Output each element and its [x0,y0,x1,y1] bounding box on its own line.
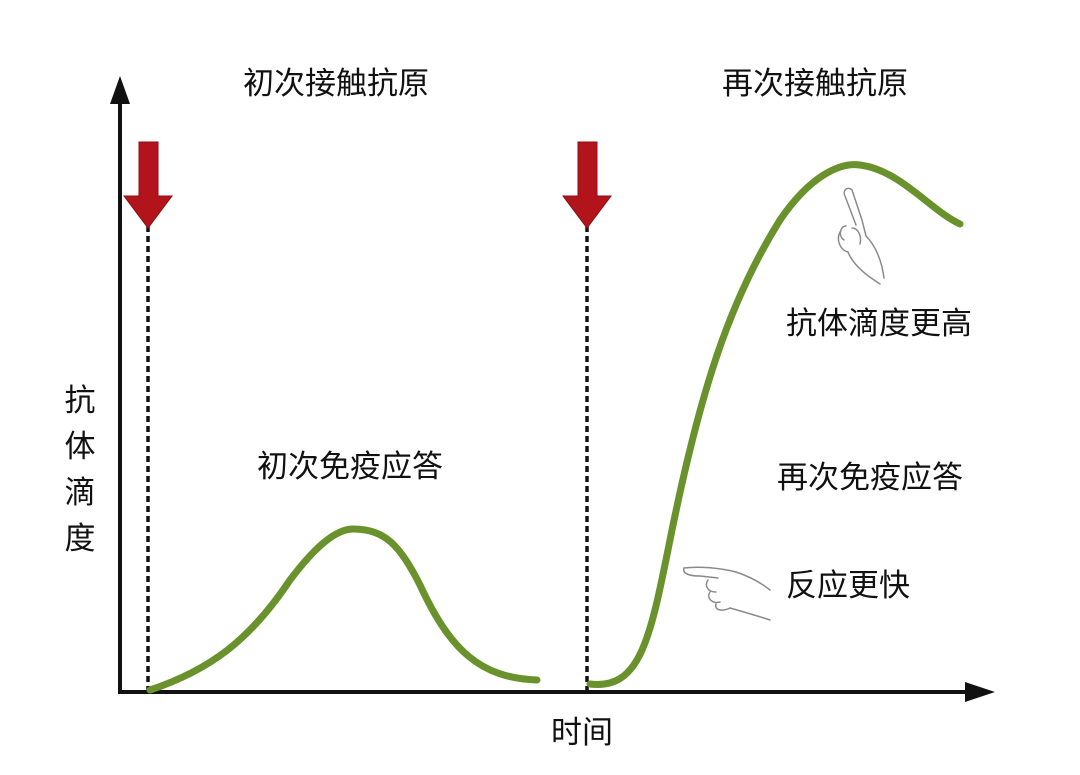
secondary-response-label: 再次免疫应答 [777,460,963,496]
primary-exposure-label: 初次接触抗原 [243,66,429,102]
primary-response-label: 初次免疫应答 [257,449,443,485]
y-axis-label: 抗 体 滴 度 [60,378,100,562]
axes [110,76,995,702]
secondary-exposure-arrow-icon [562,141,612,229]
faster-response-label: 反应更快 [786,568,910,604]
y-axis-char: 度 [64,521,96,557]
y-axis-arrowhead-icon [110,76,130,104]
primary-exposure-arrow-icon [123,141,173,229]
x-axis-label: 时间 [551,715,613,751]
hand-pointing-up-icon [837,187,885,285]
y-axis-char: 抗 [64,383,96,419]
y-axis-char: 滴 [64,475,96,511]
x-axis-arrowhead-icon [965,682,995,702]
secondary-response-curve [586,161,964,688]
y-axis-char: 体 [64,429,96,465]
secondary-exposure-label: 再次接触抗原 [722,66,908,102]
primary-response-curve [146,525,541,694]
higher-titer-label: 抗体滴度更高 [786,306,972,342]
hand-pointing-left-icon [682,566,771,621]
